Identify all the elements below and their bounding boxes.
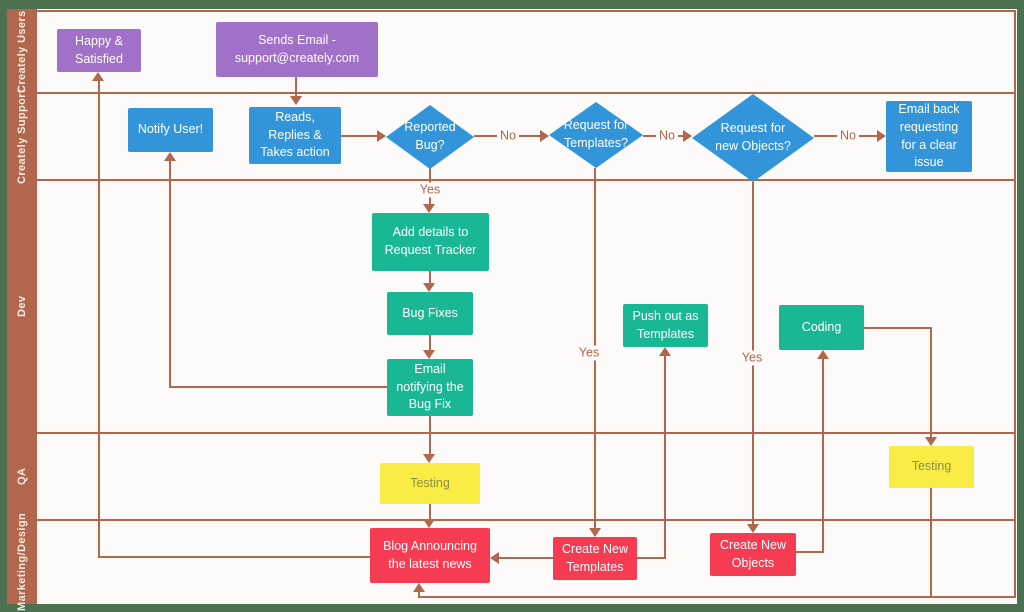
lane-label-dev: Dev — [16, 295, 28, 318]
lane-divider-3 — [37, 432, 1014, 434]
edge-label-no-templates: No — [656, 128, 678, 144]
node-email-notifying[interactable]: Email notifying the Bug Fix — [387, 359, 473, 416]
node-sends-email[interactable]: Sends Email - support@creately.com — [216, 22, 378, 77]
arrowhead-into-blog-right — [490, 552, 499, 564]
node-email-back[interactable]: Email back requesting for a clear issue — [886, 101, 972, 172]
edge-sendsemail-to-reads — [295, 77, 297, 97]
arrowhead-into-pushout — [659, 347, 671, 356]
arrowhead-into-notifyuser — [164, 152, 176, 161]
node-happy-satisfied[interactable]: Happy & Satisfied — [57, 29, 141, 72]
edge-bugfixes-to-emailnotifying — [429, 335, 431, 351]
swimlane-sidebar — [7, 9, 37, 604]
edge-testingobjects-down — [930, 488, 932, 598]
arrowhead-into-blog-bottom — [413, 583, 425, 592]
node-reads-replies[interactable]: Reads, Replies & Takes action — [249, 107, 341, 164]
arrowhead-into-testing-objects — [925, 437, 937, 446]
edge-label-yes-bug: Yes — [416, 182, 444, 198]
arrowhead-into-requestobjects — [683, 130, 692, 142]
node-bug-fixes[interactable]: Bug Fixes — [387, 292, 473, 335]
arrowhead-into-bugfixes — [423, 283, 435, 292]
chart-border-top — [37, 10, 1016, 12]
arrowhead-into-emailnotifying — [423, 350, 435, 359]
node-create-new-objects[interactable]: Create New Objects — [710, 533, 796, 576]
edge-coding-to-testing-h — [863, 327, 932, 329]
lane-label-creately-support: Creately Support — [16, 88, 28, 185]
arrowhead-into-requesttemplates — [540, 130, 549, 142]
edge-adddetails-to-bugfixes — [429, 271, 431, 284]
arrowhead-into-emailback — [877, 130, 886, 142]
edge-label-no-objects: No — [837, 128, 859, 144]
lane-label-qa: QA — [16, 467, 28, 486]
edge-createtemplates-to-pushout-h — [636, 557, 666, 559]
edge-emailnotifying-to-notify-v — [169, 160, 171, 388]
arrowhead-into-coding — [817, 350, 829, 359]
edge-createobjects-to-coding-h — [795, 551, 824, 553]
edge-emailnotifying-to-notify-h — [170, 386, 388, 388]
lane-divider-4 — [37, 519, 1014, 521]
lane-divider-1 — [37, 92, 1014, 94]
node-push-out-templates[interactable]: Push out as Templates — [623, 304, 708, 347]
node-blog-announcing[interactable]: Blog Announcing the latest news — [370, 528, 490, 583]
arrowhead-into-testing-dev — [423, 454, 435, 463]
edge-createobjects-to-coding-v — [822, 358, 824, 553]
edge-blog-to-happy-v — [98, 80, 100, 558]
edge-into-blog-bottom-v — [418, 591, 420, 598]
edge-label-yes-objects: Yes — [738, 350, 766, 366]
edge-emailnotifying-to-testing — [429, 416, 431, 455]
node-notify-user[interactable]: Notify User! — [128, 108, 213, 152]
edge-blog-to-happy-h — [98, 556, 372, 558]
node-create-new-templates[interactable]: Create New Templates — [553, 537, 637, 580]
swimlane-chart-area — [37, 9, 1017, 604]
edge-createtemplates-to-blog — [498, 557, 554, 559]
lane-label-creately-users: Creately Users — [16, 10, 28, 93]
node-testing-dev[interactable]: Testing — [380, 463, 480, 504]
arrowhead-into-reportedbug — [377, 130, 386, 142]
arrowhead-into-adddetails — [423, 204, 435, 213]
edge-createtemplates-to-pushout-v — [664, 355, 666, 559]
edge-label-no-bug: No — [497, 128, 519, 144]
node-testing-objects[interactable]: Testing — [889, 446, 974, 488]
arrowhead-into-reads — [290, 96, 302, 105]
edge-coding-to-testing-v — [930, 327, 932, 438]
arrowhead-into-happy — [92, 72, 104, 81]
edge-bottom-route — [418, 596, 1016, 598]
edge-testing-to-blog — [429, 504, 431, 520]
chart-border-right — [1014, 10, 1016, 598]
lane-label-marketing-design: Marketing/Design — [16, 512, 28, 612]
edge-label-yes-templates: Yes — [575, 345, 603, 361]
arrowhead-into-blog-top — [423, 519, 435, 528]
node-add-details[interactable]: Add details to Request Tracker — [372, 213, 489, 271]
arrowhead-into-createtemplates — [589, 528, 601, 537]
edge-reads-to-reportedbug — [341, 135, 378, 137]
node-coding[interactable]: Coding — [779, 305, 864, 350]
arrowhead-into-createobjects — [747, 524, 759, 533]
lane-divider-2 — [37, 179, 1014, 181]
